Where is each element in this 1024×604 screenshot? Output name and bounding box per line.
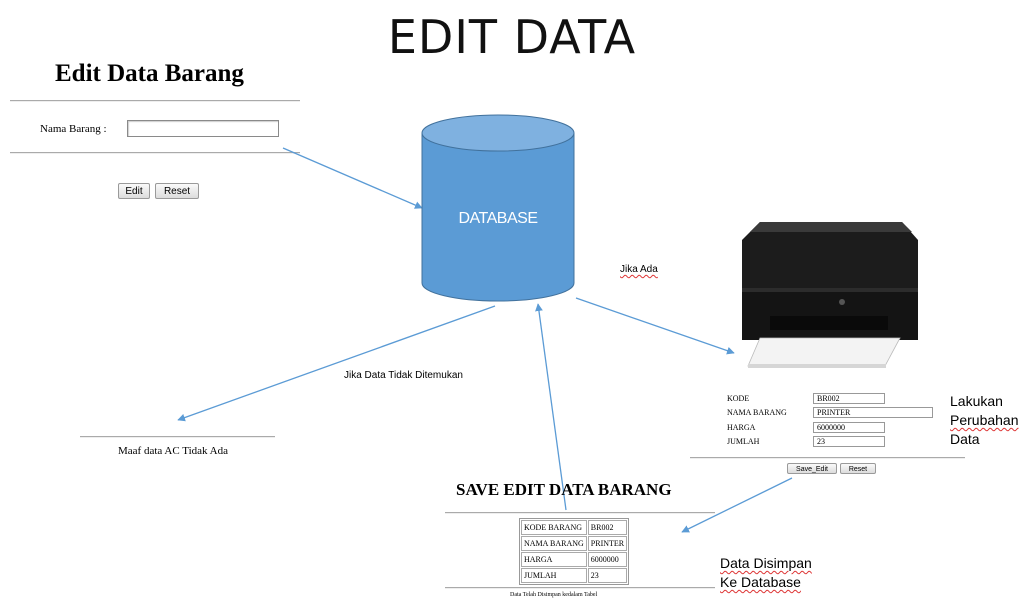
table-cell-label: NAMA BARANG [521, 536, 587, 551]
arrow-save-button-to-table [681, 477, 793, 533]
field-label-jumlah: JUMLAH [727, 437, 760, 446]
jika-ada-label: Jika Ada [620, 264, 658, 275]
divider [10, 152, 300, 154]
save-table-footer: Data Telah Disimpan kedalam Tabel [510, 592, 598, 598]
reset-edit-button[interactable]: Reset [840, 463, 876, 474]
arrow-save-to-database [535, 303, 567, 511]
disimpan-line-2: Ke Database [720, 574, 801, 590]
save-table: KODE BARANG BR002 NAMA BARANG PRINTER HA… [519, 518, 630, 585]
reset-button[interactable]: Reset [155, 183, 199, 199]
table-row: HARGA 6000000 [521, 552, 628, 567]
page-title: EDIT DATA [387, 10, 637, 64]
table-cell-label: HARGA [521, 552, 587, 567]
database-label: DATABASE [458, 210, 538, 227]
data-disimpan-note: Data Disimpan Ke Database [720, 554, 812, 592]
jika-tidak-ditemukan-label: Jika Data Tidak Ditemukan [344, 370, 463, 381]
not-found-message: Maaf data AC Tidak Ada [118, 445, 228, 457]
lakukan-line-3: Data [950, 431, 980, 447]
field-input-nama-barang[interactable]: PRINTER [813, 407, 933, 418]
field-input-kode[interactable]: BR002 [813, 393, 885, 404]
table-cell-value: BR002 [587, 520, 628, 535]
save-edit-button[interactable]: Save_Edit [787, 463, 837, 474]
nama-barang-input[interactable] [127, 120, 279, 137]
table-row: JUMLAH 23 [521, 568, 628, 583]
arrow-input-to-database [282, 147, 423, 209]
divider [445, 512, 715, 514]
lakukan-line-1: Lakukan [950, 393, 1003, 409]
table-cell-value: 6000000 [587, 552, 628, 567]
disimpan-line-1: Data Disimpan [720, 555, 812, 571]
divider [445, 587, 715, 589]
table-cell-value: 23 [587, 568, 628, 583]
field-label-nama-barang: NAMA BARANG [727, 408, 787, 417]
divider [80, 436, 275, 438]
nama-barang-label: Nama Barang : [40, 123, 107, 135]
field-label-harga: HARGA [727, 423, 756, 432]
edit-button[interactable]: Edit [118, 183, 150, 199]
edit-form-heading: Edit Data Barang [55, 60, 244, 87]
table-row: KODE BARANG BR002 [521, 520, 628, 535]
lakukan-line-2: Perubahan [950, 412, 1019, 428]
printer-image [742, 222, 918, 368]
database-cylinder [421, 114, 575, 302]
divider [10, 100, 300, 102]
field-input-harga[interactable]: 6000000 [813, 422, 885, 433]
field-input-jumlah[interactable]: 23 [813, 436, 885, 447]
table-cell-label: KODE BARANG [521, 520, 587, 535]
table-cell-label: JUMLAH [521, 568, 587, 583]
divider [690, 457, 965, 459]
arrow-database-to-printer [575, 297, 735, 355]
field-label-kode: KODE [727, 394, 750, 403]
save-edit-heading: SAVE EDIT DATA BARANG [456, 480, 672, 499]
table-row: NAMA BARANG PRINTER [521, 536, 628, 551]
arrow-database-to-not-found [177, 305, 496, 422]
lakukan-perubahan-note: Lakukan Perubahan Data [950, 392, 1019, 449]
table-cell-value: PRINTER [587, 536, 628, 551]
